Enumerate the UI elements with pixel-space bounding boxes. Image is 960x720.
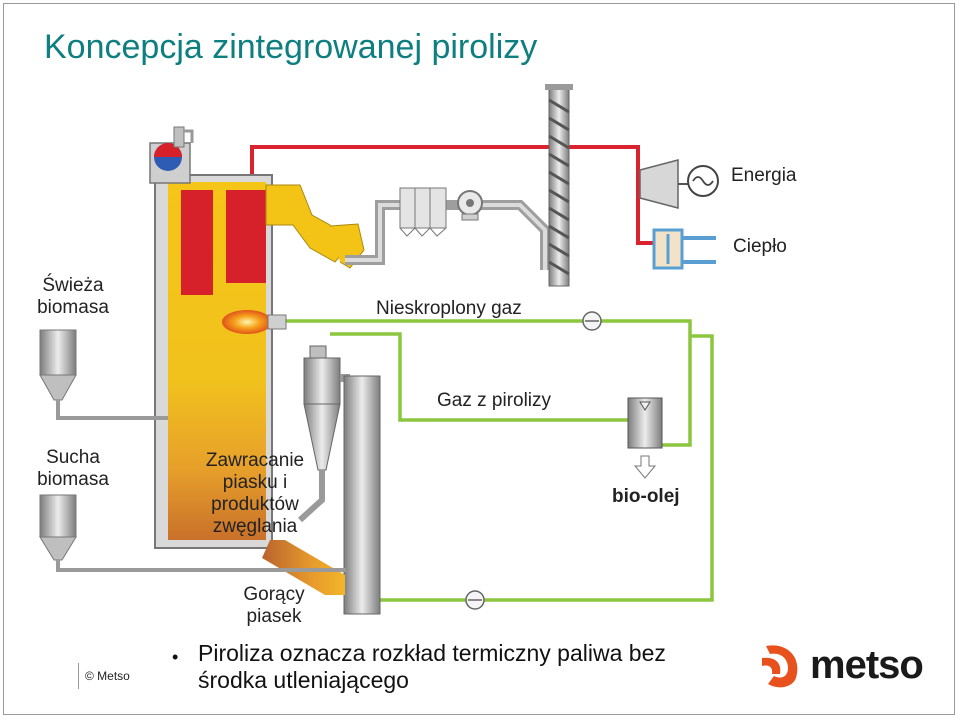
label-zawracanie-line4: zwęglania bbox=[212, 516, 298, 537]
copyright-notice: © Metso bbox=[78, 663, 145, 689]
bullet-dot: • bbox=[172, 647, 179, 667]
blower-icon bbox=[457, 190, 483, 221]
metso-logo-mark bbox=[762, 645, 798, 688]
label-zawracanie-line2: piasku i bbox=[222, 472, 288, 493]
valve-icon bbox=[465, 590, 485, 610]
silo-icon bbox=[39, 329, 168, 420]
label-zawracanie-line3: produktów bbox=[211, 494, 299, 515]
label-zawracanie-line1: Zawracanie bbox=[205, 450, 305, 471]
label-energia: Energia bbox=[731, 165, 797, 186]
heat-exchanger-icon bbox=[652, 228, 716, 270]
label-goracy-line1: Gorący bbox=[243, 584, 305, 605]
bullet-item: Piroliza oznacza rozkład termiczny paliw… bbox=[198, 640, 666, 693]
slide-frame bbox=[3, 3, 955, 715]
label-cieplo: Ciepło bbox=[733, 236, 787, 257]
valve-icon bbox=[582, 311, 602, 331]
label-nieskroplony-gaz: Nieskroplony gaz bbox=[376, 298, 522, 319]
label-goracy-line2: piasek bbox=[246, 606, 302, 627]
boiler bbox=[149, 126, 273, 549]
filter-icon bbox=[399, 187, 447, 237]
label-sucha-line2: biomasa bbox=[37, 469, 109, 490]
riser-column bbox=[343, 375, 381, 615]
label-zawracanie: Zawracanie piasku i produktów zwęglania bbox=[196, 450, 314, 538]
label-swieza-line2: biomasa bbox=[37, 297, 109, 318]
label-gaz-z-pirolizy: Gaz z pirolizy bbox=[437, 390, 552, 411]
label-bio-olej: bio-olej bbox=[612, 486, 680, 507]
label-goracy-piasek: Gorący piasek bbox=[232, 584, 316, 628]
turbine-icon bbox=[639, 159, 688, 209]
label-swieza-line1: Świeża bbox=[42, 275, 104, 296]
bio-oil-separator bbox=[627, 397, 663, 479]
slide-title: Koncepcja zintegrowanej pirolizy bbox=[44, 28, 538, 66]
metso-logo-text: metso bbox=[810, 643, 924, 687]
flame-icon bbox=[222, 310, 287, 334]
cyclone-icon bbox=[297, 345, 350, 523]
label-sucha-biomasa: Sucha biomasa bbox=[32, 447, 114, 491]
gas-duct-shadow bbox=[345, 203, 547, 270]
label-sucha-line1: Sucha bbox=[46, 447, 100, 468]
generator-icon bbox=[687, 165, 719, 197]
stack-condenser bbox=[545, 84, 573, 287]
label-swieza-biomasa: Świeża biomasa bbox=[32, 275, 114, 319]
metso-logo: metso bbox=[758, 638, 928, 692]
hot-sand-duct bbox=[262, 540, 345, 595]
bullet-list: • Piroliza oznacza rozkład termiczny pal… bbox=[170, 640, 668, 694]
silo-icon bbox=[39, 494, 346, 572]
